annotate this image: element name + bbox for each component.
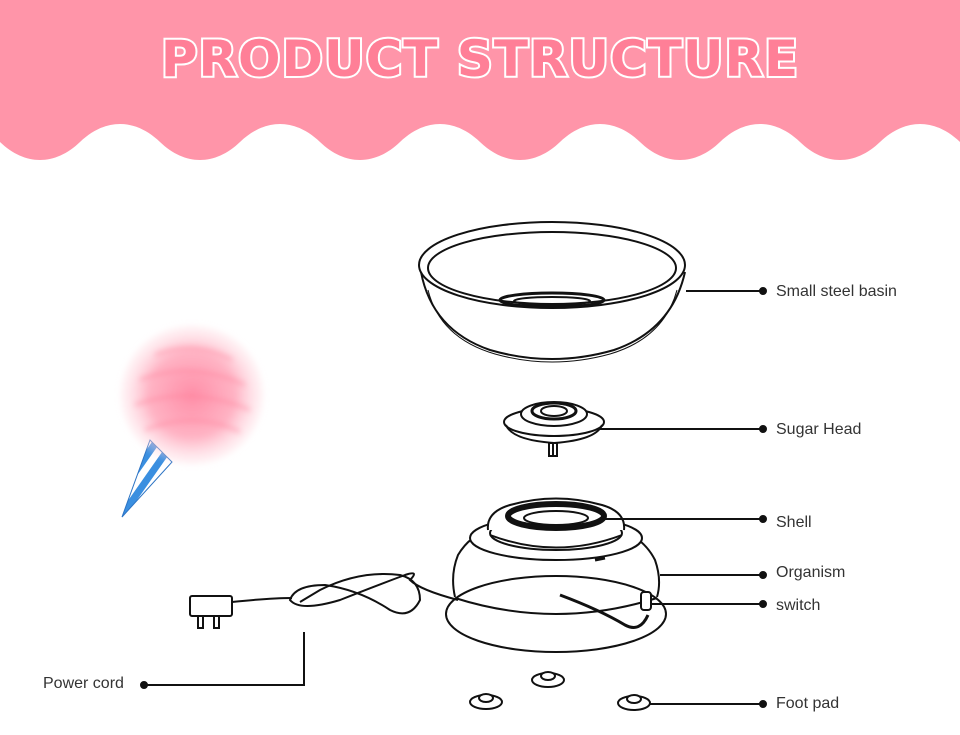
foot-pad-icon bbox=[469, 671, 651, 711]
label-foot-pad: Foot pad bbox=[776, 695, 840, 712]
banner-wave bbox=[0, 0, 960, 160]
sugar-head-icon bbox=[503, 401, 605, 457]
label-sugar-head: Sugar Head bbox=[776, 421, 862, 438]
label-switch: switch bbox=[776, 597, 821, 614]
cotton-candy-icon bbox=[120, 325, 264, 518]
label-power-cord: Power cord bbox=[43, 675, 124, 692]
page-title: PRODUCT STRUCTURE bbox=[159, 28, 800, 90]
leader-lines bbox=[140, 287, 767, 708]
label-small-steel-basin: Small steel basin bbox=[776, 283, 897, 300]
label-organism: Organism bbox=[776, 564, 846, 581]
label-shell: Shell bbox=[776, 514, 812, 531]
steel-basin-icon bbox=[418, 221, 686, 363]
machine-base-icon bbox=[189, 497, 667, 653]
